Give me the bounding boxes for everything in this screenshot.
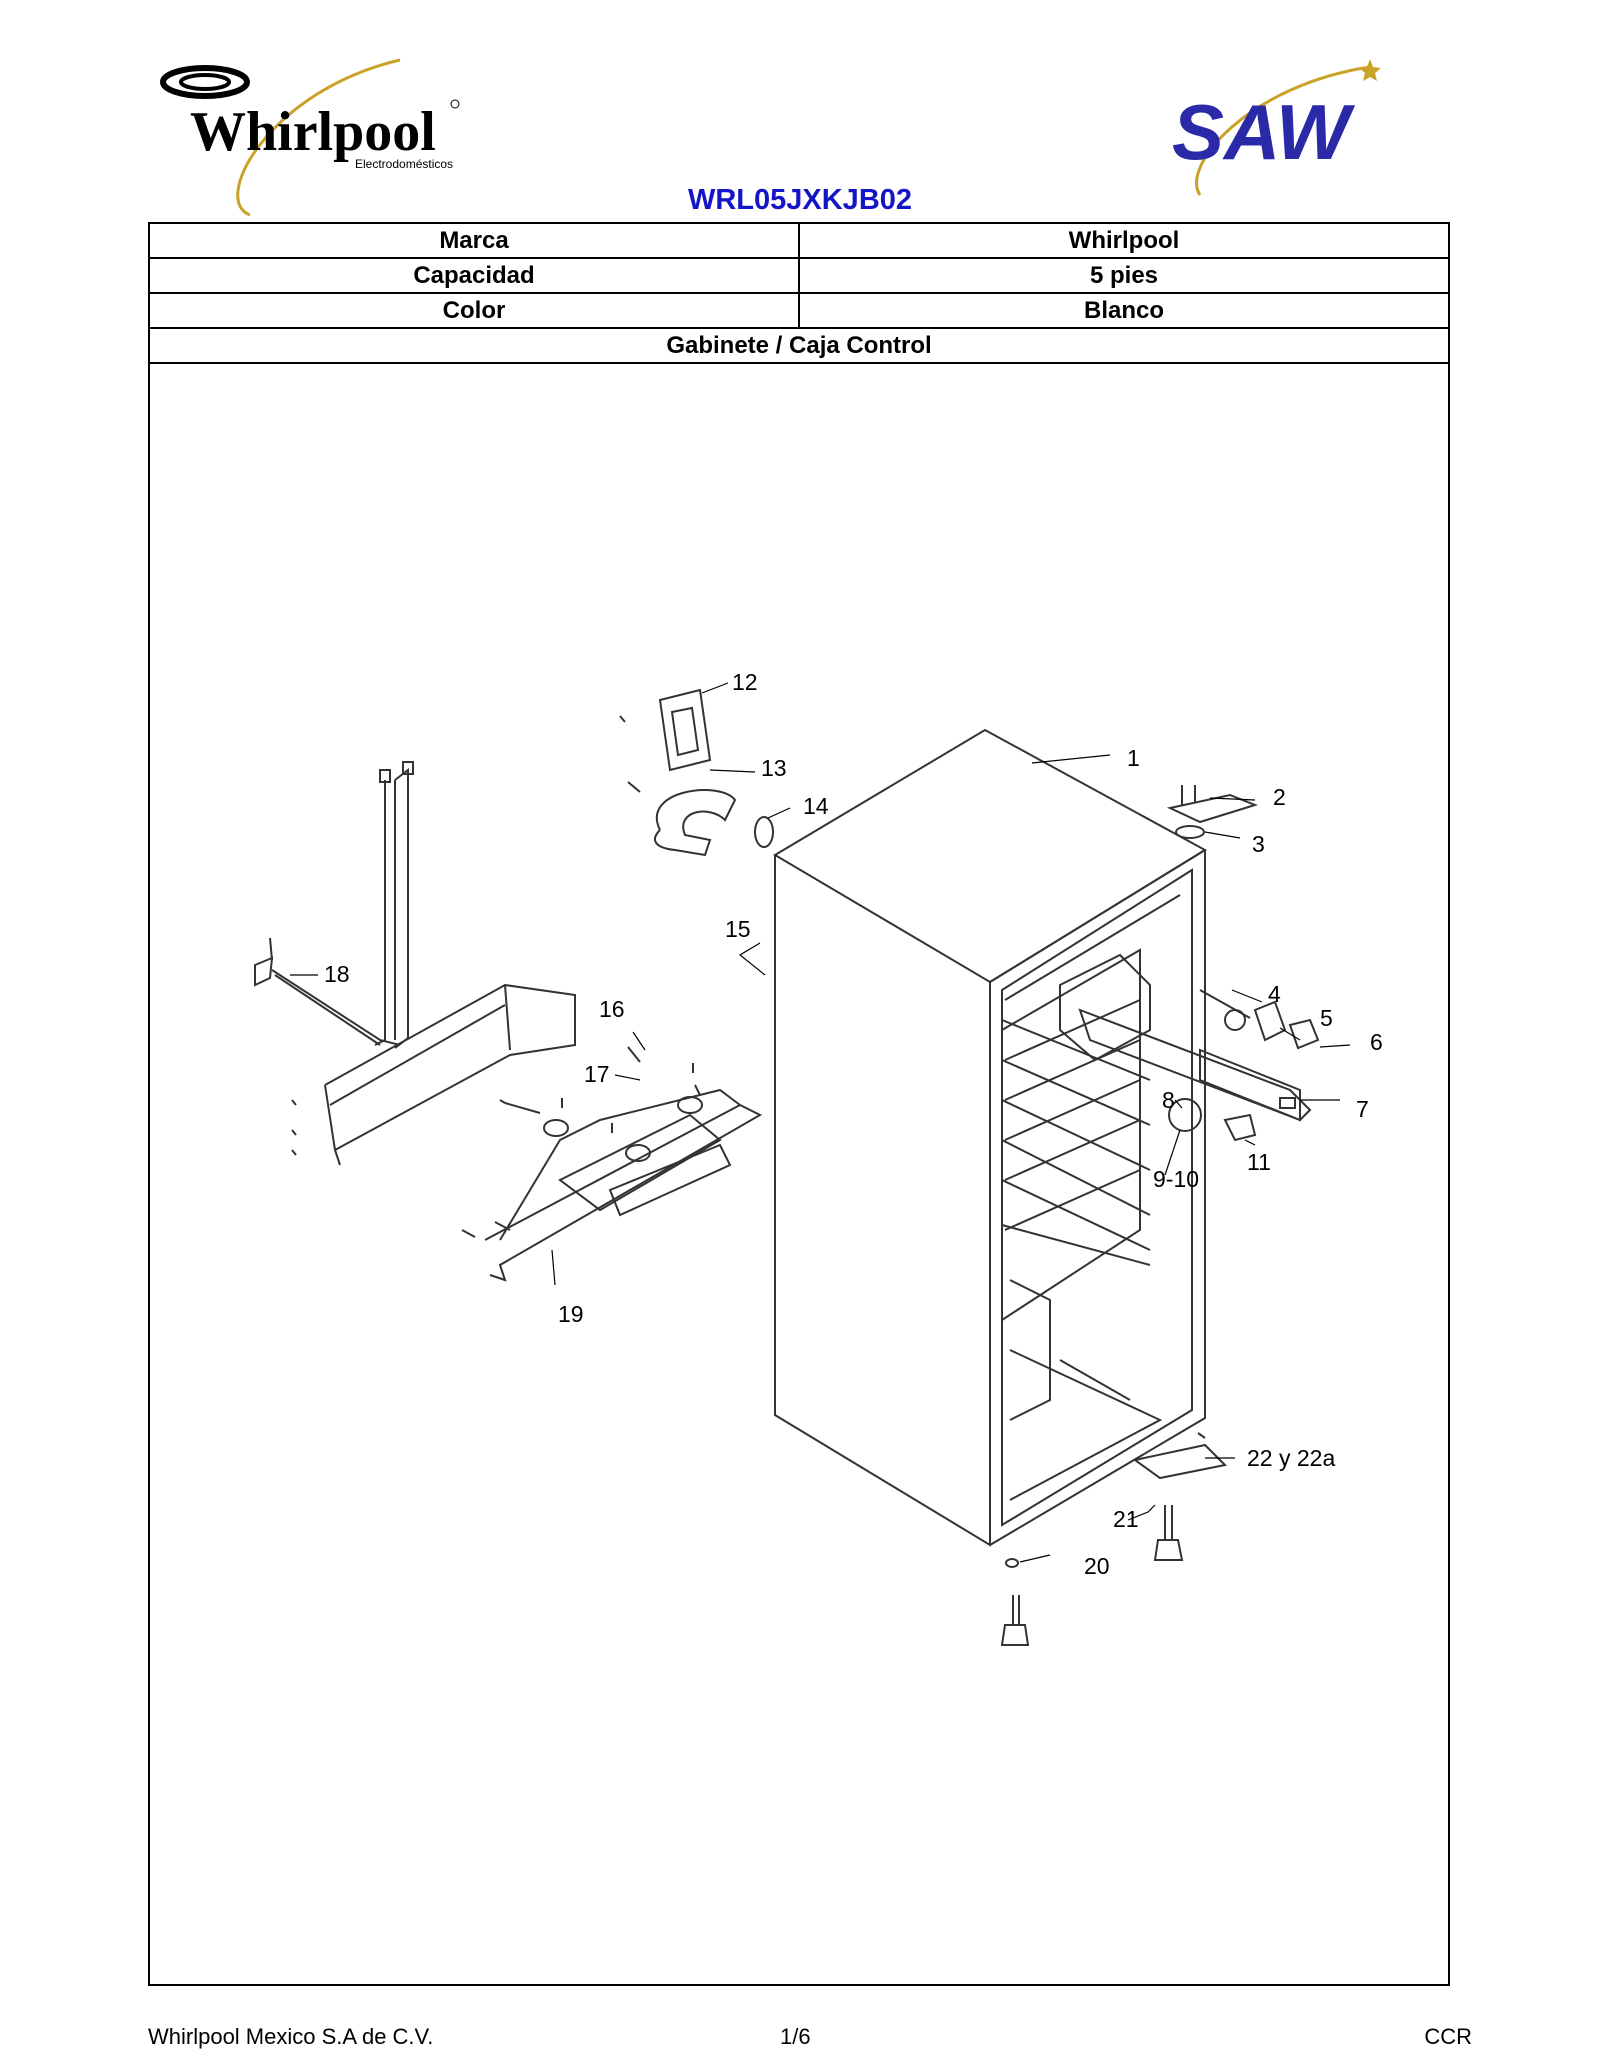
callout-12: 12 <box>732 669 758 695</box>
callout-16: 16 <box>599 996 625 1022</box>
spec-row-capacidad: Capacidad 5 pies <box>150 259 1448 294</box>
callout-8: 8 <box>1162 1087 1175 1113</box>
callout-18: 18 <box>324 961 350 987</box>
spec-row-marca: Marca Whirlpool <box>150 224 1448 259</box>
callout-17: 17 <box>584 1061 610 1087</box>
callout-20: 20 <box>1084 1553 1110 1579</box>
callout-9-10: 9-10 <box>1153 1166 1199 1192</box>
callout-19: 19 <box>558 1301 584 1327</box>
callout-2: 2 <box>1273 784 1286 810</box>
callout-4: 4 <box>1268 981 1281 1007</box>
callout-6: 6 <box>1370 1029 1383 1055</box>
footer-page-number: 1/6 <box>780 2024 811 2049</box>
callout-14: 14 <box>803 793 829 819</box>
footer-code: CCR <box>1424 2024 1472 2049</box>
control-box-drawing <box>1059 953 1320 1142</box>
callout-11: 11 <box>1247 1149 1271 1175</box>
spec-row-color: Color Blanco <box>150 294 1448 329</box>
callout-21: 21 <box>1113 1506 1139 1532</box>
footer-company: Whirlpool Mexico S.A de C.V. <box>148 2024 434 2049</box>
cabinet-drawing <box>773 728 1207 1547</box>
callout-5: 5 <box>1320 1005 1333 1031</box>
callout-22-y-22a: 22 y 22a <box>1247 1445 1335 1471</box>
model-number: WRL05JXKJB02 <box>687 184 913 216</box>
spec-value: Whirlpool <box>1068 227 1180 254</box>
spec-label: Color <box>150 294 800 327</box>
spec-label: Capacidad <box>150 259 800 292</box>
spec-value: 5 pies <box>1089 262 1159 289</box>
section-title: Gabinete / Caja Control <box>150 329 1448 364</box>
spec-label: Marca <box>150 224 800 257</box>
spec-value: Blanco <box>1083 297 1164 324</box>
whirlpool-logo-text: Whirlpool <box>190 101 436 163</box>
parts-sheet-frame: Marca Whirlpool Capacidad 5 pies Color B… <box>148 222 1450 1986</box>
callout-15: 15 <box>725 916 751 942</box>
callout-3: 3 <box>1252 831 1265 857</box>
callout-13: 13 <box>761 755 787 781</box>
saw-logo-text: SAW <box>1172 88 1356 176</box>
whirlpool-logo-subtext: Electrodomésticos <box>355 157 453 171</box>
callout-7: 7 <box>1356 1096 1369 1122</box>
whirlpool-logo: Whirlpool Electrodomésticos <box>160 58 460 217</box>
saw-logo: SAW <box>1172 59 1381 196</box>
callout-1: 1 <box>1127 745 1140 771</box>
